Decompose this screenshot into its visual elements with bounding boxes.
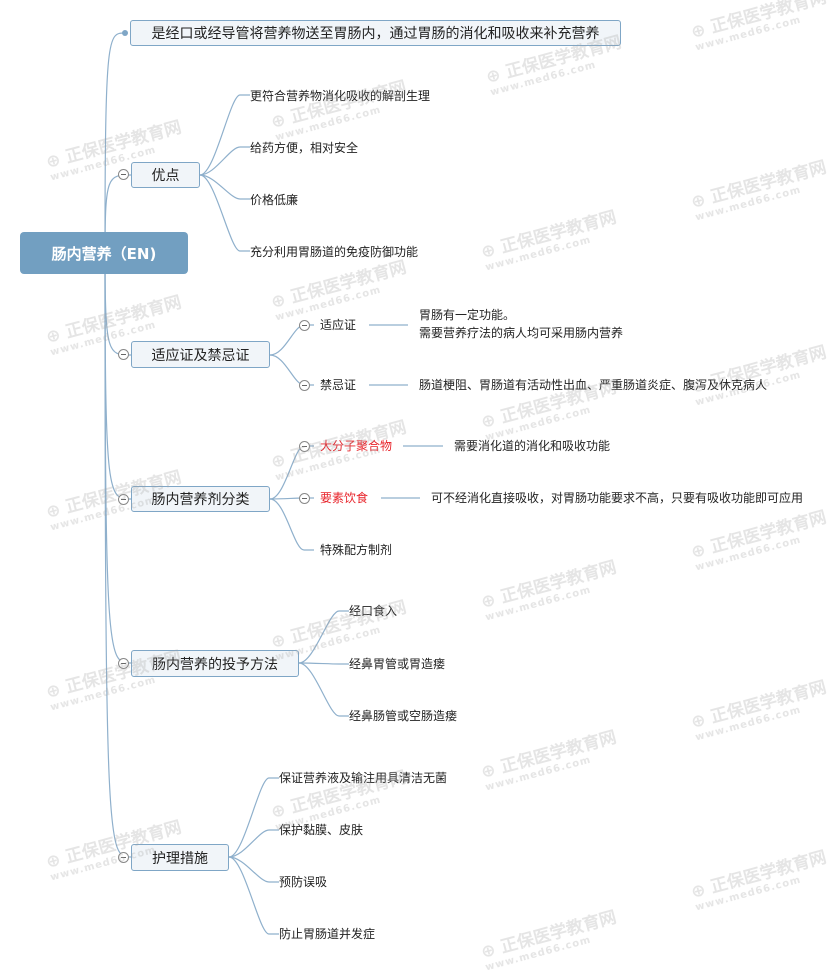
branch-label: 肠内营养的投予方法	[152, 656, 278, 673]
connector	[269, 498, 314, 551]
branch-label: 护理措施	[152, 850, 208, 867]
collapse-toggle-classification[interactable]	[118, 494, 129, 505]
elemental-text: 可不经消化直接吸收，对胃肠功能要求不高，只要有吸收功能即可应用	[431, 491, 804, 505]
collapse-toggle-polymer[interactable]	[299, 441, 310, 452]
connector	[228, 777, 279, 858]
collapse-toggle-nursing[interactable]	[118, 852, 129, 863]
branch-classification[interactable]: 肠内营养剂分类	[131, 486, 270, 512]
connector	[199, 146, 250, 176]
branch-label: 肠内营养剂分类	[151, 492, 250, 508]
contraindication-label: 禁忌证	[320, 378, 357, 392]
collapse-toggle-advantages[interactable]	[118, 169, 129, 180]
advantage-item: 更符合营养物消化吸收的解剖生理	[250, 89, 431, 103]
connector	[298, 610, 349, 664]
method-item: 经鼻肠管或空肠造瘘	[349, 709, 458, 723]
special-label: 特殊配方制剂	[320, 543, 393, 557]
root-node[interactable]: 肠内营养（EN)	[20, 232, 188, 274]
nursing-item: 防止胃肠道并发症	[279, 927, 376, 941]
indication-text: 需要营养疗法的病人均可采用肠内营养	[419, 326, 624, 340]
collapse-toggle-contraindication[interactable]	[299, 380, 310, 391]
definition-text: 是经口或经导管将营养物送至胃肠内，通过胃肠的消化和吸收来补充营养	[151, 26, 600, 42]
advantage-item: 充分利用胃肠道的免疫防御功能	[250, 245, 419, 259]
collapse-toggle-elemental[interactable]	[299, 493, 310, 504]
connector	[199, 94, 250, 176]
connector	[199, 174, 250, 200]
connector	[269, 445, 314, 500]
connector	[298, 662, 349, 665]
collapse-toggle-indications[interactable]	[118, 349, 129, 360]
elemental-label: 要素饮食	[320, 491, 369, 505]
branch-nursing[interactable]: 护理措施	[131, 844, 229, 871]
connector	[298, 662, 349, 717]
branch-label: 优点	[151, 168, 180, 184]
contraindication-text: 肠道梗阻、胃肠道有活动性出血、严重肠道炎症、腹泻及休克病人	[419, 378, 768, 392]
connector	[228, 829, 279, 858]
indication-label: 适应证	[320, 318, 357, 332]
method-item: 经鼻胃管或胃造瘘	[349, 657, 446, 671]
connector	[228, 856, 279, 883]
advantage-item: 给药方便，相对安全	[250, 141, 359, 155]
collapse-toggle-methods[interactable]	[118, 658, 129, 669]
advantage-item: 价格低廉	[250, 193, 299, 207]
collapse-toggle-indication[interactable]	[299, 320, 310, 331]
branch-label: 适应证及禁忌证	[151, 347, 250, 364]
nursing-item: 预防误吸	[279, 875, 328, 889]
branch-advantages[interactable]: 优点	[131, 162, 200, 188]
connector	[199, 174, 250, 252]
connector	[104, 252, 132, 500]
nursing-item: 保护黏膜、皮肤	[279, 823, 364, 837]
connector	[228, 856, 279, 935]
nursing-item: 保证营养液及输注用具清洁无菌	[279, 771, 448, 785]
connector	[104, 32, 126, 254]
indication-text: 胃肠有一定功能。	[419, 308, 516, 322]
polymer-text: 需要消化道的消化和吸收功能	[454, 439, 611, 453]
branch-methods[interactable]: 肠内营养的投予方法	[131, 650, 299, 677]
method-item: 经口食入	[349, 604, 398, 618]
root-label: 肠内营养（EN)	[51, 244, 157, 263]
branch-indications[interactable]: 适应证及禁忌证	[131, 341, 270, 368]
definition-node[interactable]: 是经口或经导管将营养物送至胃肠内，通过胃肠的消化和吸收来补充营养	[130, 20, 621, 46]
polymer-label: 大分子聚合物	[320, 439, 393, 453]
definition-anchor-dot	[122, 30, 128, 36]
connector	[104, 252, 132, 858]
